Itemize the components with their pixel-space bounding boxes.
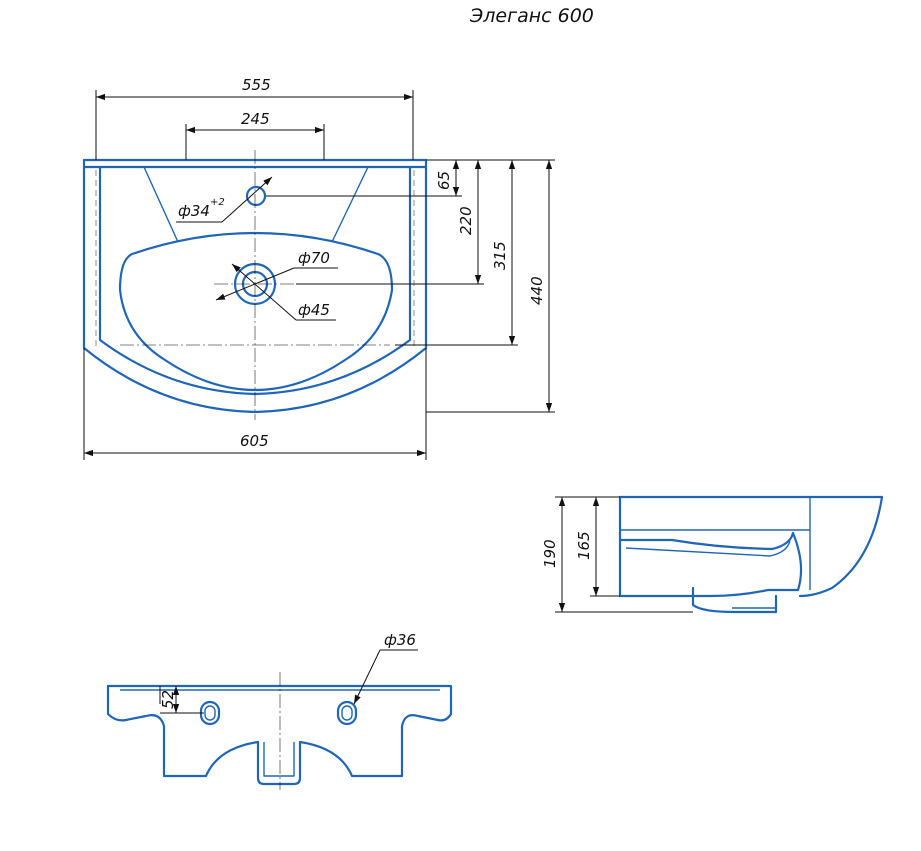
dim-245-label: 245 [241, 110, 270, 128]
rear-mount-hole-right [336, 700, 358, 726]
tap-hole-diameter-label: ф34 [178, 202, 210, 220]
drawing-title: Элеганс 600 [469, 5, 594, 27]
tap-hole-leader [221, 176, 273, 223]
drain-outer-diameter-label: ф70 [298, 249, 330, 267]
dim-190-label: 190 [541, 539, 559, 568]
rear-view: 52 ф36 [106, 631, 453, 790]
dim-52-label: 52 [159, 690, 177, 709]
tap-hole-tolerance-label: +2 [210, 197, 225, 208]
tap-hole [245, 185, 267, 207]
side-view-bowl-profile [618, 531, 803, 598]
top-view [82, 150, 428, 420]
rear-view-drain-inner [263, 742, 295, 777]
rear-view-outline [106, 684, 453, 786]
top-view-bowl [118, 231, 394, 392]
rear-hole-diameter-label: ф36 [384, 631, 416, 649]
side-view: 190 165 [541, 495, 884, 614]
top-view-deck-right [331, 166, 369, 243]
dim-315-label: 315 [491, 241, 509, 270]
dim-440-label: 440 [528, 276, 546, 305]
side-view-bowl-inner [625, 539, 791, 557]
dim-220-label: 220 [457, 206, 475, 235]
dim-65-label: 65 [435, 171, 453, 190]
top-view-deck-left [143, 166, 179, 243]
side-view-drain [691, 586, 778, 614]
rear-hole-leader [353, 649, 381, 705]
drain-inner-diameter-label: ф45 [298, 301, 330, 319]
dim-165-label: 165 [575, 531, 593, 560]
drain-inner-leader [231, 263, 297, 321]
top-view-outer-contour [82, 165, 428, 414]
side-view-top-rim [618, 495, 884, 598]
dim-555-label: 555 [242, 76, 271, 94]
top-view-dimensions: 555 245 605 65 220 315 440 ф34 +2 [83, 76, 555, 460]
dim-605-label: 605 [240, 432, 269, 450]
